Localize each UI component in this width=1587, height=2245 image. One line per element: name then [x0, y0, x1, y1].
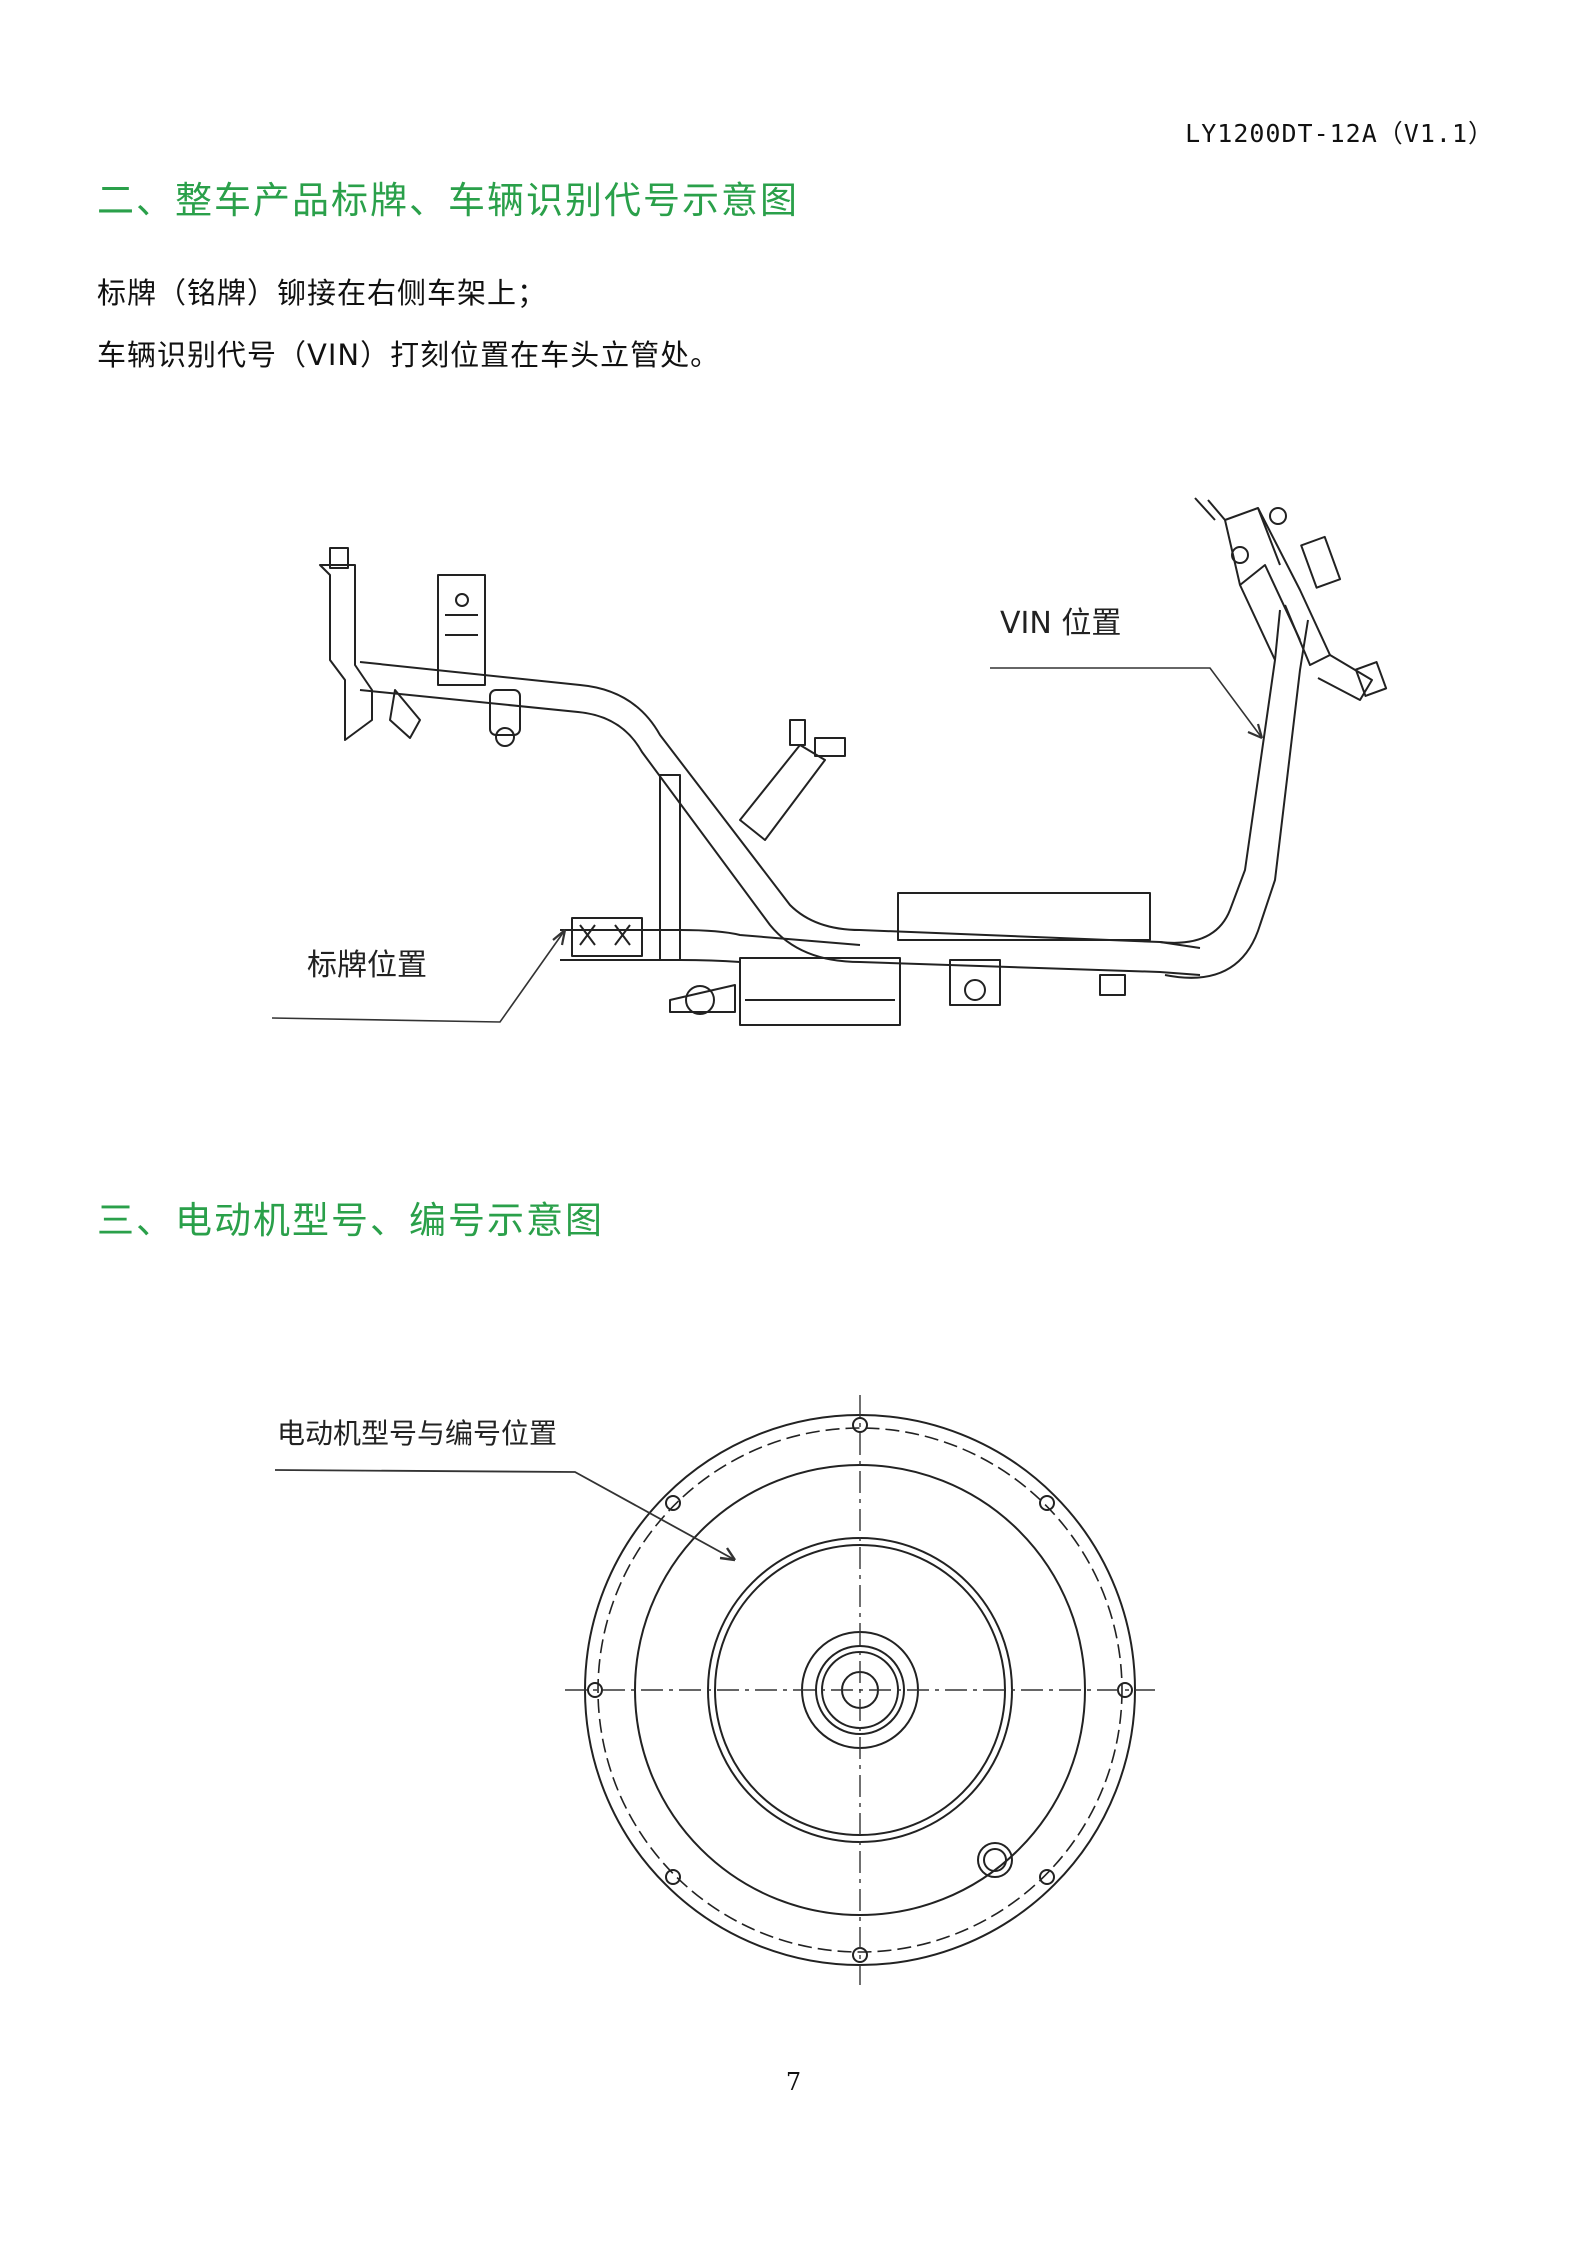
nameplate-position-label: 标牌位置 — [307, 948, 427, 983]
section-2-heading: 二、整车产品标牌、车辆识别代号示意图 — [97, 179, 799, 222]
document-code: LY1200DT-12A（V1.1） — [1185, 119, 1494, 148]
page-number: 7 — [785, 2068, 802, 2096]
vin-position-label: VIN 位置 — [1000, 606, 1122, 641]
nameplate-location-text: 标牌（铭牌）铆接在右侧车架上； — [97, 276, 548, 310]
motor-number-position-label: 电动机型号与编号位置 — [277, 1417, 558, 1450]
vin-location-text: 车辆识别代号（VIN）打刻位置在车头立管处。 — [97, 338, 721, 372]
section-3-heading: 三、电动机型号、编号示意图 — [97, 1199, 604, 1242]
